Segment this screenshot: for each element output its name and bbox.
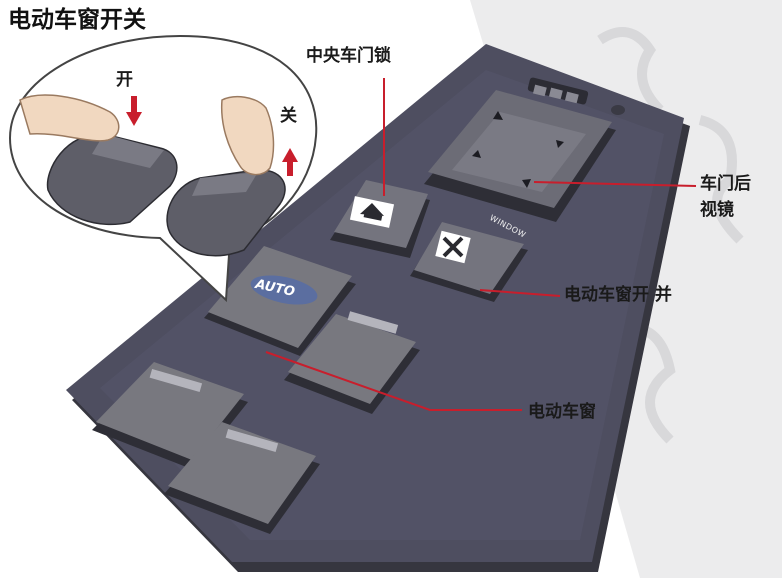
diagram-title: 电动车窗开关 [8, 6, 146, 35]
label-mirror: 车门后 视镜 [700, 172, 751, 223]
label-mirror-line1: 车门后 [700, 172, 751, 198]
label-power-window: 电动车窗 [528, 402, 596, 423]
label-mirror-line2: 视镜 [700, 198, 751, 224]
label-open: 开 [116, 70, 133, 91]
label-close: 关 [280, 106, 297, 127]
label-central-lock: 中央车门锁 [306, 46, 391, 67]
label-window-switch: 电动车窗开 并 [564, 285, 672, 306]
